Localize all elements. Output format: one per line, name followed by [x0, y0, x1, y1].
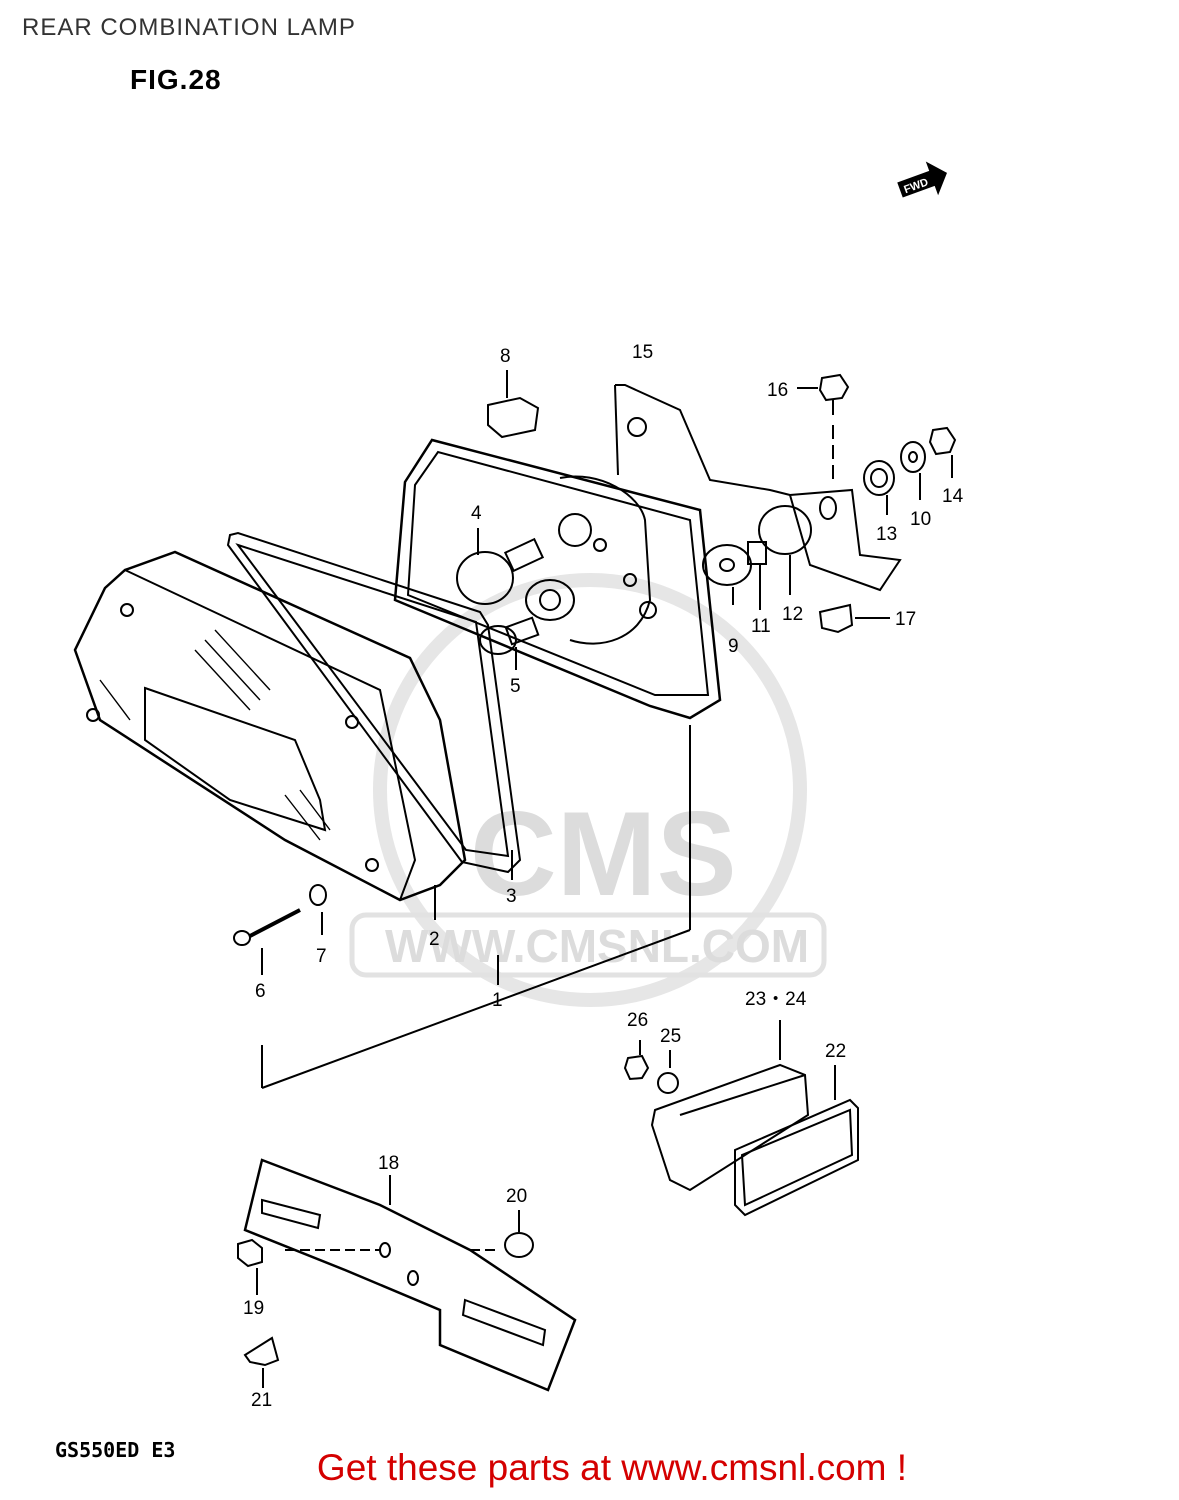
part-3-lens-gasket [226, 531, 522, 880]
model-code: GS550ED E3 [55, 1438, 176, 1462]
part-19-bolt [237, 1238, 263, 1295]
callout-8: 8 [500, 346, 511, 367]
part-10-washer [900, 441, 926, 500]
part-2-lens [73, 550, 467, 920]
callout-23-24: 23・24 [745, 989, 807, 1010]
footer-parts-link[interactable]: Get these parts at www.cmsnl.com ! [0, 1447, 1179, 1489]
figure-number: FIG.28 [130, 64, 222, 95]
callout-4: 4 [471, 503, 482, 524]
callout-22: 22 [825, 1041, 846, 1062]
callout-26: 26 [627, 1010, 648, 1031]
callout-21: 21 [251, 1390, 272, 1411]
part-11-spacer [747, 541, 767, 610]
callout-5: 5 [510, 676, 521, 697]
part-6-screw [233, 908, 301, 975]
part-14-nut [928, 426, 957, 478]
part-4-stop-tail-bulb [456, 528, 545, 605]
lamp-housing [393, 384, 791, 720]
callout-3: 3 [506, 886, 517, 907]
callout-11: 11 [751, 616, 771, 637]
part-12-damper [758, 488, 902, 595]
part-7-washer [309, 884, 327, 935]
part-21-rubber-stopper [243, 1336, 280, 1388]
callout-18: 18 [378, 1153, 399, 1174]
part-5-license-bulb [479, 579, 575, 670]
part-18-license-bracket [243, 1158, 577, 1392]
callout-25: 25 [660, 1026, 681, 1047]
part-8-cap [487, 370, 540, 439]
part-13-collar [863, 460, 895, 515]
callout-2: 2 [429, 929, 440, 950]
callout-17: 17 [895, 609, 916, 630]
callout-9: 9 [728, 636, 739, 657]
part-20-nut [504, 1210, 534, 1258]
callout-14: 14 [942, 486, 964, 507]
callout-12: 12 [782, 604, 803, 625]
callout-1: 1 [492, 990, 503, 1011]
callout-10: 10 [910, 509, 931, 530]
callout-16: 16 [767, 380, 788, 401]
callout-13: 13 [876, 524, 897, 545]
callout-15: 15 [632, 342, 653, 363]
watermark-brand: CMS [470, 787, 737, 921]
part-1-lamp-assembly-outline [261, 725, 691, 1089]
callout-7: 7 [316, 946, 327, 967]
part-23-24-reflector-bracket [623, 1020, 810, 1192]
callout-19: 19 [243, 1298, 264, 1319]
page-title: REAR COMBINATION LAMP [22, 14, 356, 41]
part-callouts: 1 2 3 4 5 6 7 8 9 10 11 12 13 14 15 16 1… [243, 342, 964, 1411]
forward-direction-marker: FWD [897, 161, 947, 198]
part-17-grommet [818, 603, 890, 634]
footer-link-text[interactable]: Get these parts at www.cmsnl.com ! [316, 1447, 908, 1488]
callout-6: 6 [255, 981, 266, 1002]
part-16-bolt [797, 373, 850, 480]
part-22-reflector [734, 1065, 859, 1217]
callout-20: 20 [506, 1186, 527, 1207]
